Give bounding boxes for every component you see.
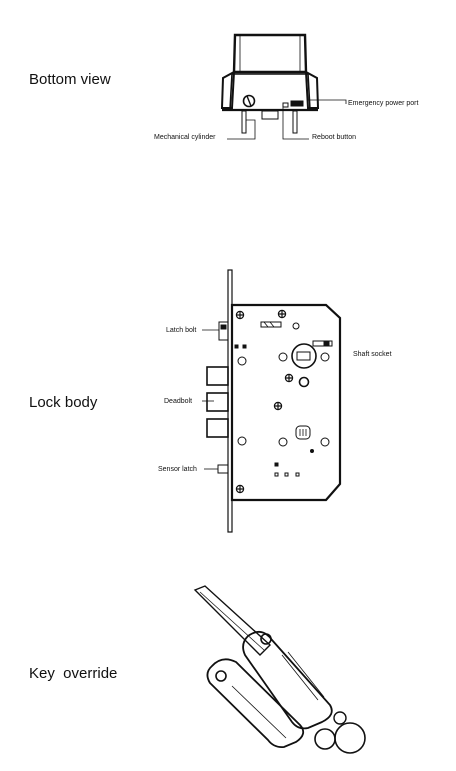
shaft-socket-icon <box>291 343 317 369</box>
callout-deadbolt: Deadbolt <box>164 398 193 405</box>
callout-reboot-button: Reboot button <box>312 134 356 141</box>
callout-mechanical-cylinder: Mechanical cylinder <box>154 134 216 141</box>
callout-latch-bolt: Latch bolt <box>166 327 197 334</box>
mechanical-cylinder-icon <box>242 94 256 108</box>
callout-emergency-power-port: Emergency power port <box>348 100 419 107</box>
key-override-title: Key override <box>29 665 118 682</box>
key-override-illustration <box>193 585 366 754</box>
callout-sensor-latch: Sensor latch <box>158 466 197 473</box>
emergency-power-port-icon <box>290 100 304 107</box>
bottom-view-title: Bottom view <box>29 71 111 88</box>
lock-body-illustration <box>202 269 342 533</box>
callout-shaft-socket: Shaft socket <box>353 351 392 358</box>
lock-body-title: Lock body <box>29 394 98 411</box>
bottom-view-illustration <box>220 33 347 140</box>
